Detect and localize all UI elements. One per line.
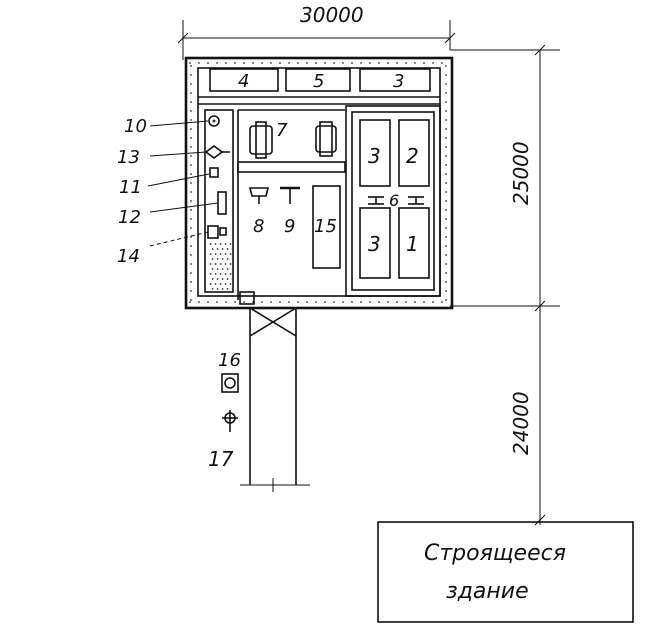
callout-14: 14 [117, 246, 140, 267]
external-label-16: 16 [218, 350, 241, 371]
right-dimension: 25000 24000 [450, 44, 560, 526]
machine-7a [249, 121, 273, 159]
bay-top-left [359, 119, 391, 187]
hall-label-top-left: 3 [368, 144, 381, 168]
hall-outer [345, 105, 441, 297]
symbol-10-icon [208, 115, 220, 127]
utility-strip-hatching [209, 243, 234, 290]
hall-label-top-right: 2 [406, 144, 419, 168]
utility-strip [204, 109, 234, 293]
symbol-11-icon [209, 167, 219, 178]
item-15-box [312, 185, 341, 269]
access-road [240, 307, 310, 492]
machine-7b [315, 121, 337, 157]
dimension-label-top: 30000 [300, 3, 364, 27]
callout-11: 11 [119, 177, 142, 198]
hall-inner [351, 111, 435, 291]
callout-12: 12 [118, 207, 141, 228]
equipment-label-7: 7 [276, 120, 288, 141]
equipment-label-15: 15 [314, 216, 337, 237]
dimension-label-right-upper: 25000 [509, 141, 533, 205]
dimension-label-right-lower: 24000 [509, 391, 533, 455]
hall-label-middle: 6 [389, 191, 399, 210]
symbol-12-icon [217, 191, 227, 215]
external-label-17: 17 [208, 447, 234, 471]
equipment-label-9: 9 [284, 216, 295, 237]
storage-room-3 [359, 68, 431, 92]
site-building: 4 5 3 7 [184, 56, 454, 310]
callout-13: 13 [117, 147, 140, 168]
symbol-14-icon [207, 225, 219, 239]
item-16-icon [221, 373, 239, 393]
building-under-construction: Строящееся здание [377, 521, 634, 623]
bay-top-right [398, 119, 430, 187]
equipment-label-8: 8 [253, 216, 264, 237]
hall-label-bottom-left: 3 [368, 232, 381, 256]
callout-10: 10 [124, 116, 147, 137]
symbol-13-icon [204, 145, 230, 159]
divider-6-icon [368, 196, 424, 205]
storage-label-5: 5 [313, 71, 324, 92]
top-dimension: 30000 [177, 3, 456, 60]
storage-label-3: 3 [393, 71, 404, 92]
bay-bottom-right [398, 207, 430, 279]
item-9-icon [280, 186, 300, 204]
storage-room-5 [285, 68, 351, 92]
wall-hatching [189, 62, 447, 303]
hall-label-bottom-right: 1 [406, 232, 419, 256]
building-label-line2: здание [446, 579, 529, 604]
bay-bottom-left [359, 207, 391, 279]
callouts: 10 13 11 12 14 [117, 116, 219, 267]
item-8-icon [248, 187, 270, 204]
building-label-line1: Строящееся [424, 541, 566, 566]
storage-room-4 [209, 68, 279, 92]
external-items: 16 17 [208, 350, 241, 471]
storage-label-4: 4 [238, 71, 249, 92]
